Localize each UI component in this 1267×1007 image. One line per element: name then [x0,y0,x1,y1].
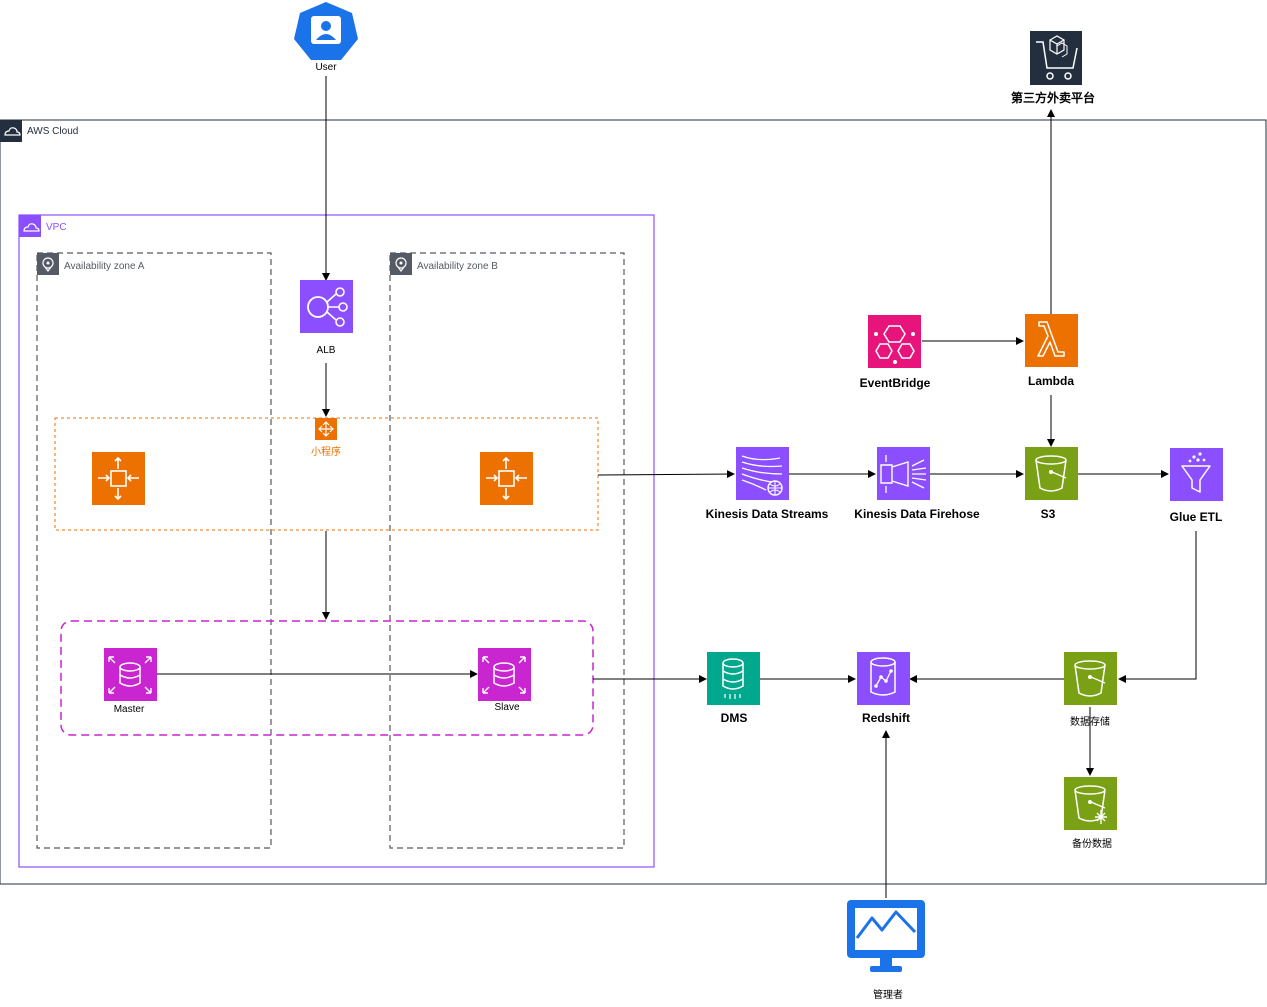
vpc-cloud-icon [23,223,40,232]
edges [157,76,1197,898]
slave-db-node[interactable]: Slave [478,648,531,713]
edge-glue-datastore [1118,531,1197,683]
auto-scaling-icon [315,418,337,440]
dms-icon [707,652,760,705]
load-balancer-icon [300,280,353,333]
user-icon [294,2,358,60]
user-node[interactable]: User [294,2,358,73]
database-cluster-group [60,620,594,736]
s3-node[interactable]: S3 [1025,447,1078,521]
ec2-instance-a[interactable] [92,452,145,505]
third-party-node[interactable]: 第三方外卖平台 [1011,31,1095,105]
third-party-label: 第三方外卖平台 [1011,90,1095,105]
backup-node[interactable]: 备份数据 [1064,777,1117,850]
lambda-node[interactable]: Lambda [1025,314,1078,388]
s3-bucket-icon [1025,447,1078,500]
rds-icon [104,648,157,701]
rds-icon [478,648,531,701]
aws-cloud-group: AWS Cloud [0,119,1267,885]
s3-glacier-icon [1064,777,1117,830]
availability-zone-b: Availability zone B [389,252,625,849]
s3-bucket-icon [1064,652,1117,705]
kinesis-firehose-icon [877,447,930,500]
ec2-instance-icon [92,452,145,505]
kinesis-data-streams-node[interactable]: Kinesis Data Streams [706,447,829,521]
kinesis-streams-label: Kinesis Data Streams [706,507,829,521]
data-store-label: 数据存储 [1070,715,1110,728]
location-pin-icon [37,253,59,275]
eventbridge-icon [868,315,921,368]
s3-label: S3 [1041,507,1056,521]
alb-label: ALB [317,345,336,356]
monitor-icon [847,900,925,972]
kinesis-firehose-node[interactable]: Kinesis Data Firehose [854,447,980,521]
shopping-cart-icon [1030,31,1082,85]
vpc-group: VPC [18,214,655,868]
eventbridge-label: EventBridge [860,376,931,390]
location-pin-icon [390,253,412,275]
ec2-instance-b[interactable] [480,452,533,505]
ec2-instance-icon [480,452,533,505]
redshift-label: Redshift [862,711,910,725]
mini-program-label: 小程序 [311,445,341,458]
dms-node[interactable]: DMS [707,652,760,725]
admin-node[interactable]: 管理者 [847,900,925,1001]
availability-zone-a: Availability zone A [36,252,272,849]
slave-label: Slave [494,702,519,713]
auto-scaling-group: 小程序 [54,417,599,531]
lambda-label: Lambda [1028,374,1074,388]
vpc-label: VPC [46,222,67,233]
data-store-node[interactable]: 数据存储 [1064,652,1117,728]
admin-label: 管理者 [873,988,903,1001]
master-db-node[interactable]: Master [104,648,157,715]
backup-label: 备份数据 [1072,837,1112,850]
kinesis-streams-icon [736,447,789,500]
az-b-label: Availability zone B [417,261,498,272]
aws-cloud-label: AWS Cloud [27,126,78,137]
glue-etl-label: Glue ETL [1170,510,1223,524]
cloud-icon [4,127,21,136]
kinesis-firehose-label: Kinesis Data Firehose [854,507,980,521]
lambda-icon [1025,314,1078,367]
az-a-label: Availability zone A [64,261,145,272]
edge-asg-kinesis [597,470,735,479]
user-label: User [315,62,337,73]
master-label: Master [114,704,145,715]
glue-icon [1170,448,1223,501]
alb-node[interactable]: ALB [300,280,353,356]
dms-label: DMS [721,711,748,725]
eventbridge-node[interactable]: EventBridge [860,315,931,390]
redshift-icon [857,652,910,705]
redshift-node[interactable]: Redshift [857,652,910,725]
glue-etl-node[interactable]: Glue ETL [1170,448,1223,524]
